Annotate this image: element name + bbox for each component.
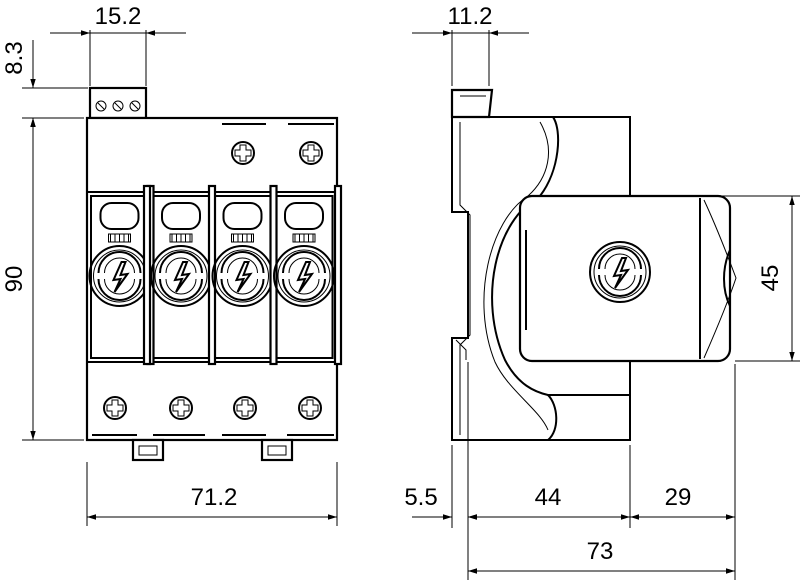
plug-in-modules (88, 184, 343, 366)
front-view (85, 86, 343, 462)
dim-side-module-depth: 29 (665, 484, 692, 511)
dim-side-clip-width: 11.2 (448, 3, 493, 30)
plug-in-module (269, 184, 335, 366)
front-dimensions: 15.2 8.3 90 71.2 (1, 3, 338, 526)
module-edge (142, 184, 152, 366)
side-view (450, 88, 737, 441)
dim-front-height: 90 (1, 266, 28, 293)
dim-front-width: 71.2 (191, 484, 238, 511)
side-plug-module (518, 194, 732, 363)
dim-front-terminal-height: 8.3 (1, 41, 28, 74)
dim-side-rail-depth: 44 (535, 484, 562, 511)
din-clip (260, 438, 294, 462)
dim-side-offset: 5.5 (404, 484, 437, 511)
side-housing (451, 116, 631, 441)
side-dimensions: 11.2 45 5.5 44 29 73 (404, 3, 800, 580)
module-edge (333, 184, 343, 366)
dim-side-module-height: 45 (757, 265, 784, 292)
dim-side-total-depth: 73 (587, 538, 614, 565)
dim-front-terminal-width: 15.2 (95, 3, 142, 30)
terminal-block (88, 86, 148, 120)
din-clip (131, 438, 165, 462)
